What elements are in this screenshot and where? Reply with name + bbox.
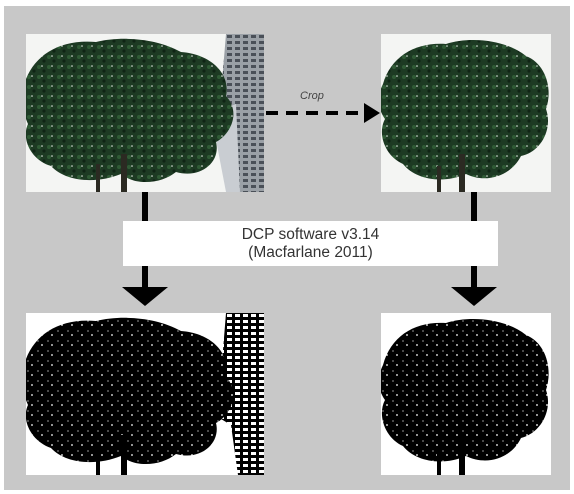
- software-citation: (Macfarlane 2011): [248, 243, 373, 261]
- original-canopy-photo: [26, 34, 264, 192]
- original-binary-image: [26, 313, 264, 475]
- crop-label: Crop: [300, 90, 324, 102]
- cropped-binary-canopy: [381, 313, 551, 475]
- software-label-box: DCP software v3.14 (Macfarlane 2011): [123, 221, 498, 266]
- original-canopy-image: [26, 34, 264, 192]
- cropped-canopy-photo: [381, 34, 551, 192]
- original-binary-canopy: [26, 313, 264, 475]
- cropped-binary-image: [381, 313, 551, 475]
- software-name: DCP software v3.14: [241, 225, 380, 243]
- cropped-canopy-image: [381, 34, 551, 192]
